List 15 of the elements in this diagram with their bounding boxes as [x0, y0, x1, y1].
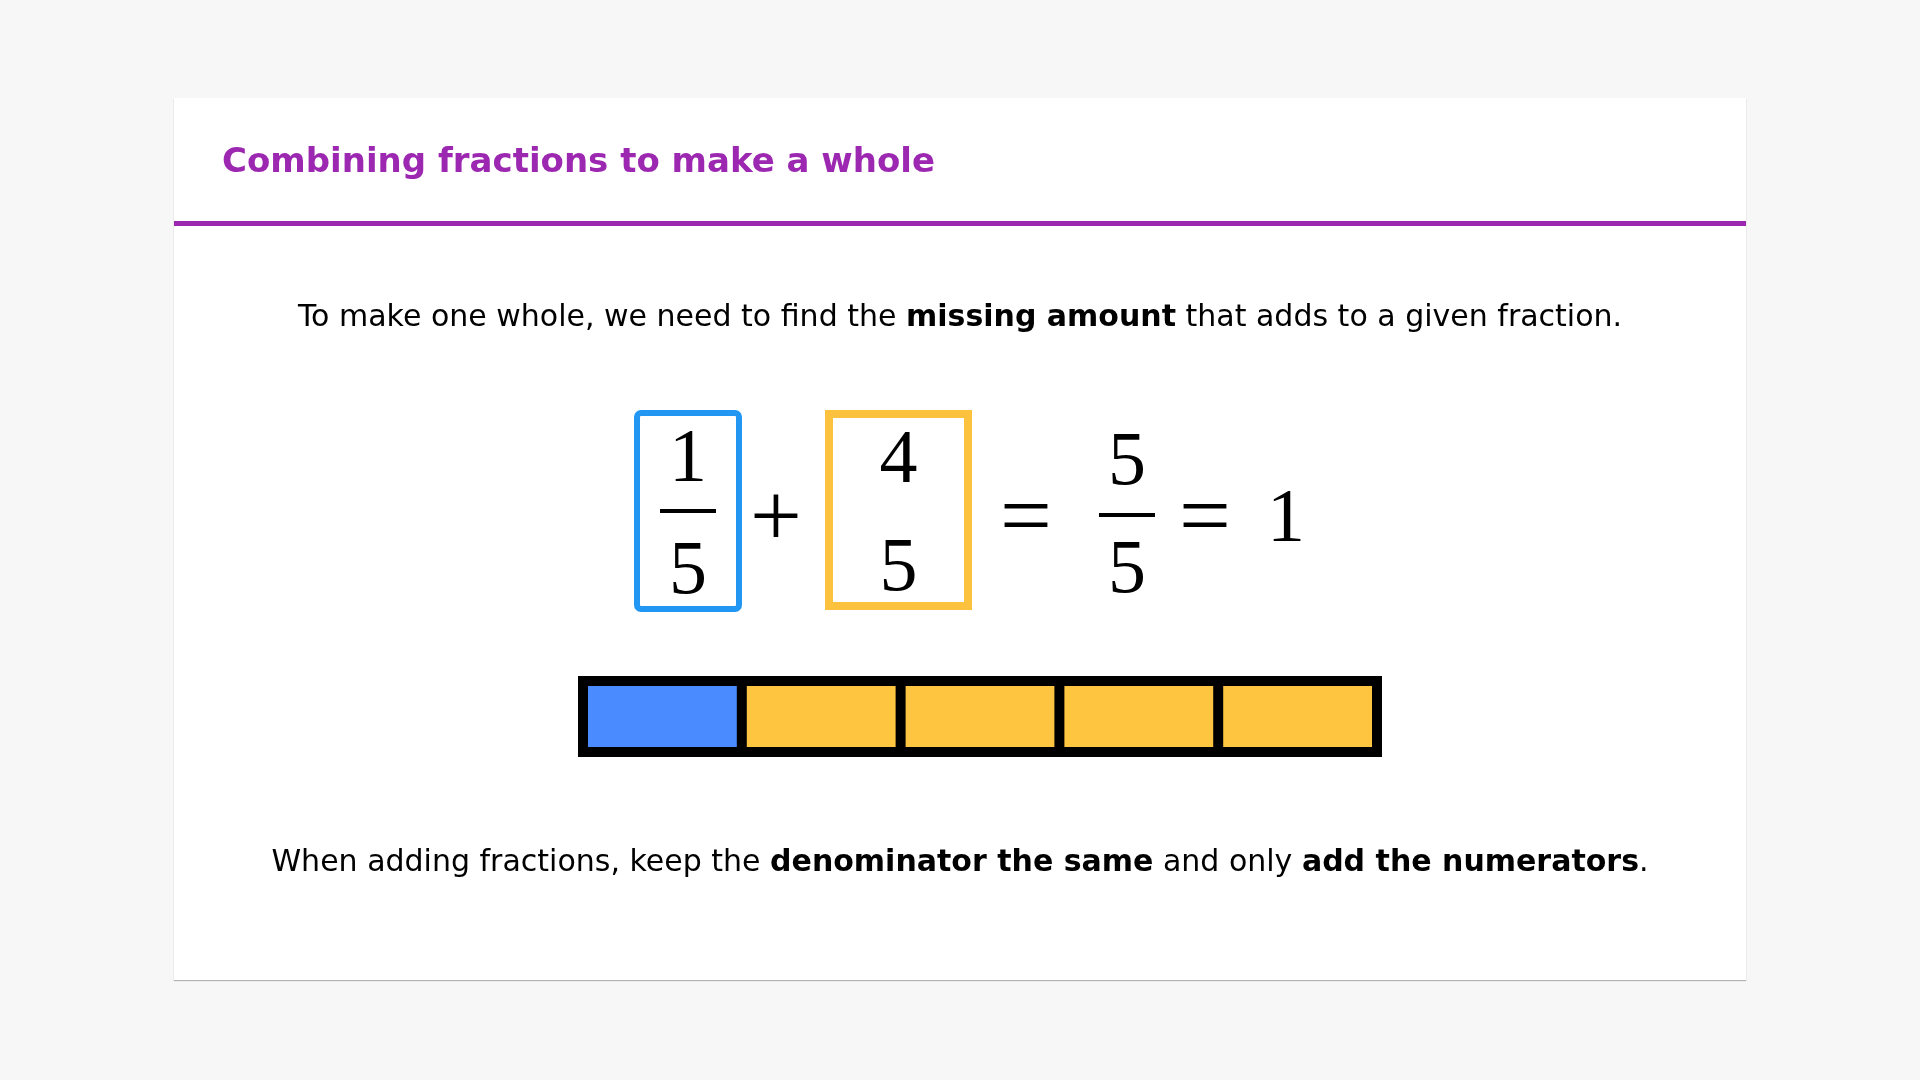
plus-sign: + — [750, 469, 802, 561]
numerator: 5 — [1108, 420, 1146, 496]
intro-text: To make one whole, we need to find the missing amount that adds to a given fraction. — [297, 297, 1623, 335]
result-number: 1 — [1267, 477, 1305, 553]
numerator: 4 — [879, 418, 918, 494]
equals-sign: = — [1000, 469, 1052, 561]
rule-text: When adding fractions, keep the denominator the same and only add the numerators. — [271, 842, 1649, 880]
denominator: 5 — [669, 529, 707, 605]
denominator: 5 — [1108, 528, 1146, 604]
fraction-box — [825, 410, 972, 610]
fraction-box — [634, 410, 742, 612]
title-text: Combining fractions to make a whole — [222, 139, 936, 181]
numerator: 1 — [669, 417, 707, 493]
equals-sign: = — [1179, 469, 1231, 561]
denominator: 5 — [879, 526, 918, 602]
